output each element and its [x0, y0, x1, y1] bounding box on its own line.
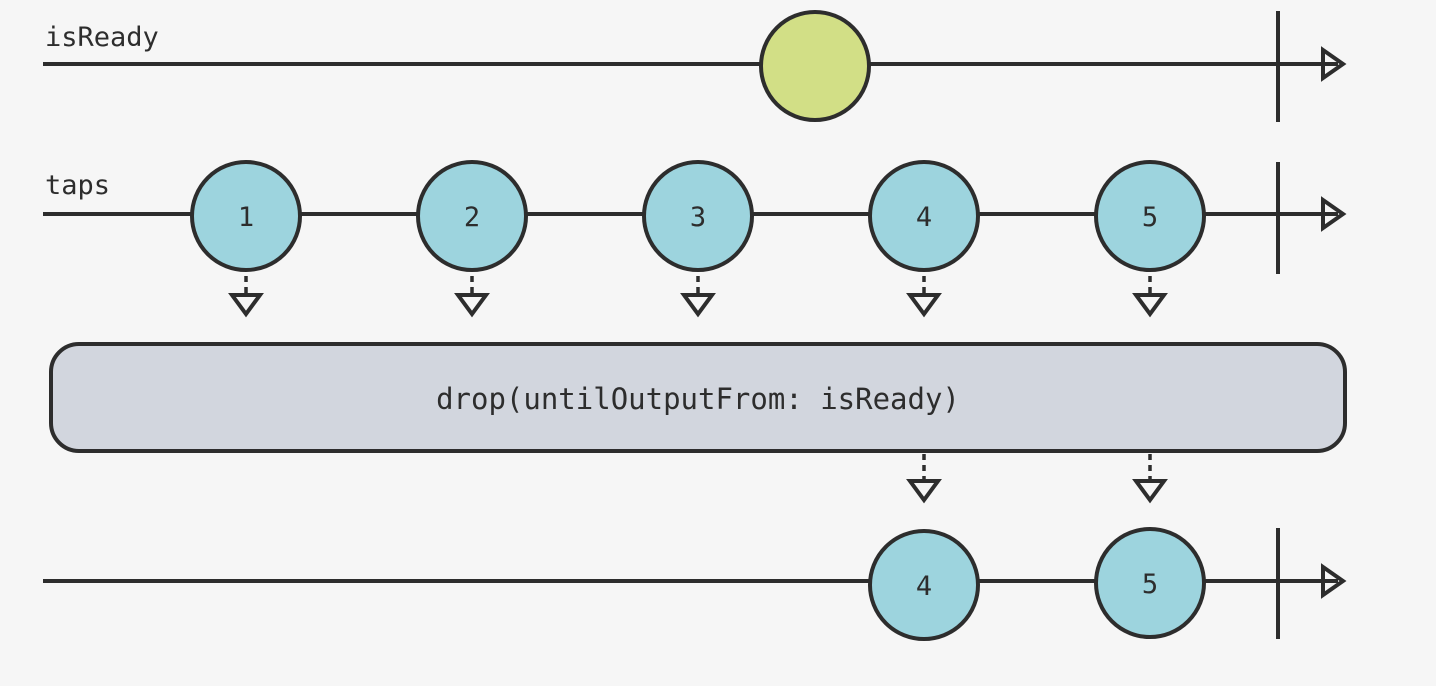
timeline-output: 4 5: [43, 527, 1347, 641]
operator-label: drop(untilOutputFrom: isReady): [436, 382, 960, 416]
timeline-label-taps: taps: [45, 170, 110, 201]
marble-isready-event: [759, 10, 871, 122]
marble-label: 2: [464, 202, 480, 233]
marble-label: 5: [1142, 569, 1158, 600]
timeline-isready: isReady: [43, 10, 1347, 122]
operator-box: drop(untilOutputFrom: isReady): [49, 342, 1347, 453]
down-arrow-icon: [228, 276, 264, 318]
down-arrow-icon: [906, 454, 942, 504]
down-arrow-icon: [906, 276, 942, 318]
marble-tap-4: 4: [868, 160, 980, 272]
marble-tap-5: 5: [1094, 160, 1206, 272]
timeline-arrow-icon: [1321, 563, 1347, 599]
marble-label: 5: [1142, 202, 1158, 233]
timeline-taps: taps 1 2 3 4 5: [43, 160, 1347, 274]
marble-tap-3: 3: [642, 160, 754, 272]
output-arrows: [906, 454, 1168, 504]
marble-label: 1: [238, 202, 254, 233]
marble-output-5: 5: [1094, 527, 1206, 639]
marble-label: 4: [916, 202, 932, 233]
marble-label: 4: [916, 571, 932, 602]
marble-tap-1: 1: [190, 160, 302, 272]
marble-label: 3: [690, 202, 706, 233]
down-arrow-icon: [454, 276, 490, 318]
input-arrows: [228, 276, 1168, 318]
down-arrow-icon: [680, 276, 716, 318]
down-arrow-icon: [1132, 454, 1168, 504]
marble-tap-2: 2: [416, 160, 528, 272]
timeline-label-isready: isReady: [45, 22, 159, 53]
timeline-arrow-icon: [1321, 46, 1347, 82]
operator-background: [49, 342, 1347, 453]
timeline-arrow-icon: [1321, 196, 1347, 232]
down-arrow-icon: [1132, 276, 1168, 318]
marble-output-4: 4: [868, 529, 980, 641]
